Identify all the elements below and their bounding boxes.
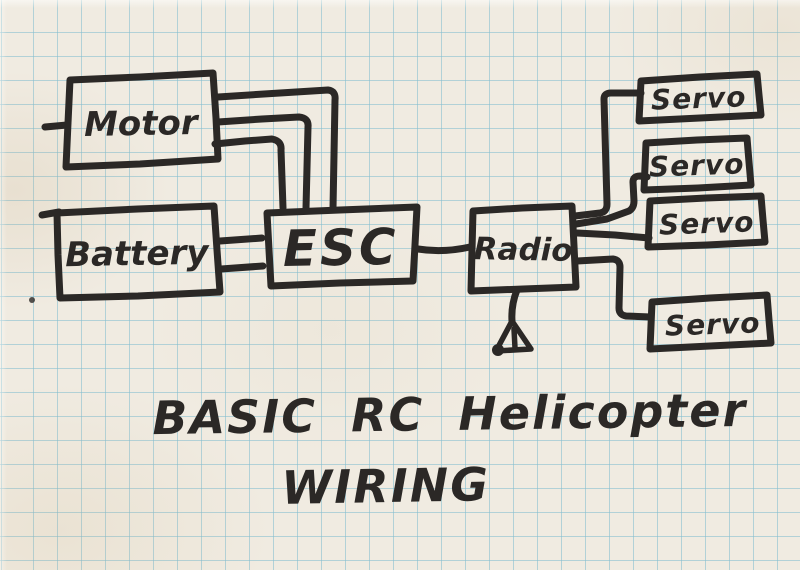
servo3-box (644, 192, 769, 251)
wire-battery-esc-2 (217, 262, 267, 273)
motor-left-tick (41, 121, 71, 131)
esc-node: ESC (263, 203, 421, 290)
battery-label: Battery (65, 233, 211, 276)
servo3-label: Servo (658, 205, 755, 241)
servo1-node: Servo (635, 70, 765, 125)
antenna-icon (492, 286, 534, 356)
antenna-stem (508, 286, 521, 325)
radio-label: Radio (473, 231, 573, 269)
ink-smudge (29, 297, 35, 303)
radio-box (467, 202, 580, 295)
servo4-node: Servo (646, 291, 775, 353)
battery-top-overshoot (38, 208, 63, 219)
wire-motor-esc-1 (214, 86, 339, 212)
servo2-label: Servo (648, 147, 745, 183)
battery-node: Battery (38, 202, 224, 302)
servo1-label: Servo (650, 80, 747, 116)
servo3-node: Servo (644, 192, 769, 251)
servo1-box (635, 70, 765, 125)
radio-node: Radio (467, 202, 580, 295)
servo2-node: Servo (640, 134, 755, 194)
antenna-corner-blob (492, 344, 504, 356)
servo4-label: Servo (664, 306, 761, 342)
esc-label: ESC (282, 218, 399, 278)
motor-box (62, 69, 222, 171)
esc-box (263, 203, 421, 290)
wire-radio-servo4 (573, 255, 655, 321)
diagram-title: BASIC RC Helicopter WIRING (152, 383, 749, 515)
motor-label: Motor (84, 103, 200, 145)
wire-radio-servo1 (571, 89, 645, 220)
wire-group (211, 86, 655, 321)
title-line-1: BASIC RC Helicopter (152, 383, 749, 445)
title-line-2: WIRING (281, 457, 491, 515)
servo4-box (646, 291, 775, 353)
wire-esc-radio (414, 243, 474, 255)
motor-node: Motor (41, 69, 222, 171)
wire-motor-esc-2 (214, 113, 312, 212)
wire-battery-esc-1 (216, 234, 266, 245)
wire-radio-servo2 (572, 172, 651, 228)
battery-box (53, 202, 224, 302)
antenna-inner-line (511, 326, 518, 351)
servo2-box (640, 134, 755, 194)
wire-motor-esc-3 (211, 135, 287, 212)
wire-radio-servo3 (573, 229, 653, 242)
